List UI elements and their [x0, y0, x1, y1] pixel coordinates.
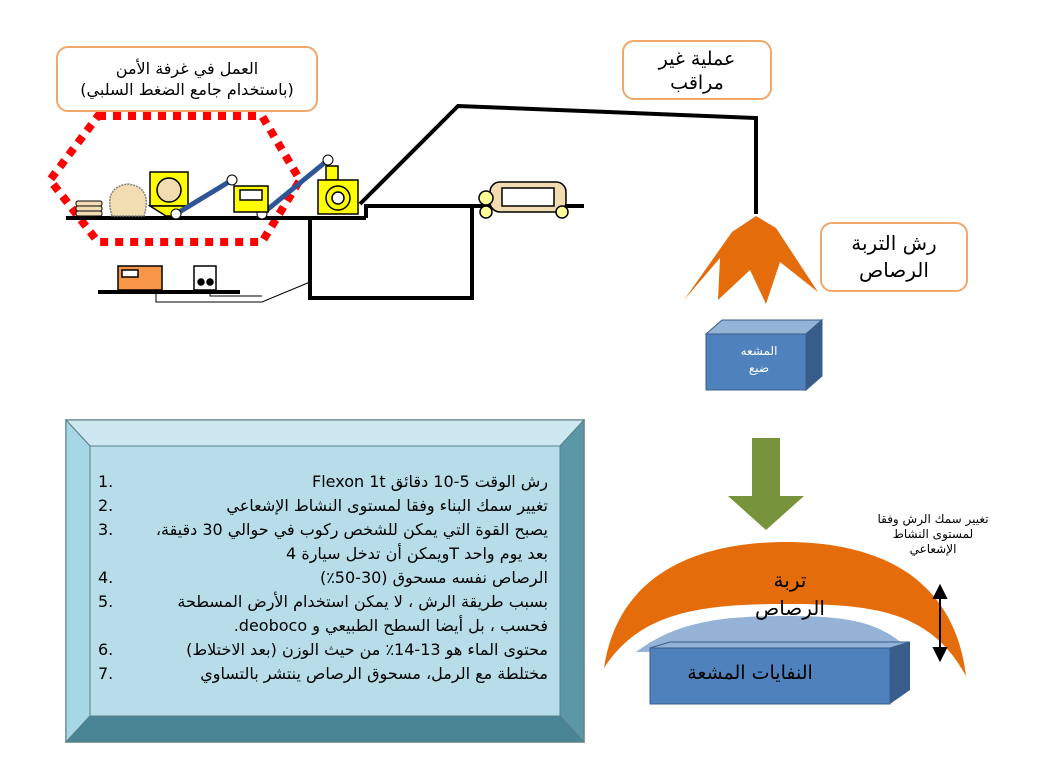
spray-burst-icon	[684, 216, 818, 304]
safe-room-callout: العمل في غرفة الأمن (باستخدام جامع الضغط…	[56, 46, 318, 112]
outlet-icon	[193, 265, 217, 291]
list-text: يصبح القوة التي يمكن للشخص ركوب في حوالي…	[155, 520, 548, 563]
lead-soil-dome	[604, 542, 966, 676]
list-number: 4.	[98, 568, 114, 587]
list-number: 2.	[98, 496, 114, 515]
supply-pipe	[358, 103, 758, 214]
info-panel-frame	[64, 418, 586, 744]
list-item: 6. محتوى الماء هو 13-14٪ من حيث الوزن (بع…	[98, 638, 548, 662]
pump-icon	[317, 165, 359, 215]
list-item: 3. يصبح القوة التي يمكن للشخص ركوب في حوا…	[98, 518, 548, 566]
list-item: 7. مختلطة مع الرمل، مسحوق الرصاص ينتشر با…	[98, 662, 548, 686]
list-text: بسبب طريقة الرش ، لا يمكن استخدام الأرض …	[177, 592, 548, 635]
list-item: 1. رش الوقت 5-10 دقائق Flexon 1t	[98, 470, 548, 494]
spray-soil-callout: رش التربة الرصاص	[820, 222, 968, 292]
conveyor-belt-icon	[170, 154, 334, 220]
vehicle-icon	[478, 181, 569, 219]
bag-stack-icon	[75, 200, 103, 217]
list-item: 2. تغيير سمك البناء وفقا لمستوى النشاط ال…	[98, 494, 548, 518]
down-arrow-icon	[728, 438, 804, 530]
unattended-callout: عملية غير مراقب	[622, 40, 772, 100]
list-number: 3.	[98, 520, 114, 539]
lead-soil-label: تربة الرصاص	[755, 568, 825, 620]
list-text: رش الوقت 5-10 دقائق Flexon 1t	[312, 472, 548, 491]
list-text: الرصاص نفسه مسحوق (30-50٪)	[319, 568, 548, 587]
list-number: 6.	[98, 640, 114, 659]
radioactive-waste-label: النفايات المشعة	[687, 662, 813, 684]
thickness-note: تغيير سمك الرش وفقا لمستوى النشاط الإشعا…	[877, 512, 989, 556]
thickness-arrow-icon	[932, 583, 948, 663]
list-text: تغيير سمك البناء وفقا لمستوى النشاط الإش…	[226, 496, 548, 515]
list-number: 5.	[98, 592, 114, 611]
sack-icon	[108, 183, 148, 217]
control-panel-icon	[117, 265, 163, 291]
list-number: 7.	[98, 664, 114, 683]
info-list: 1. رش الوقت 5-10 دقائق Flexon 1t 2. تغيير …	[98, 470, 548, 686]
list-number: 1.	[98, 472, 114, 491]
list-item: 4. الرصاص نفسه مسحوق (30-50٪)	[98, 566, 548, 590]
control-cable	[155, 281, 311, 303]
list-text: مختلطة مع الرمل، مسحوق الرصاص ينتشر بالت…	[200, 664, 548, 683]
list-item: 5. بسبب طريقة الرش ، لا يمكن استخدام الأر…	[98, 590, 548, 638]
cube-label: المشعه ضيع	[740, 344, 778, 375]
irradiated-cube	[704, 318, 824, 392]
list-text: محتوى الماء هو 13-14٪ من حيث الوزن (بعد …	[186, 640, 548, 659]
radioactive-waste-block	[636, 616, 911, 705]
mixer-icon	[233, 185, 269, 213]
